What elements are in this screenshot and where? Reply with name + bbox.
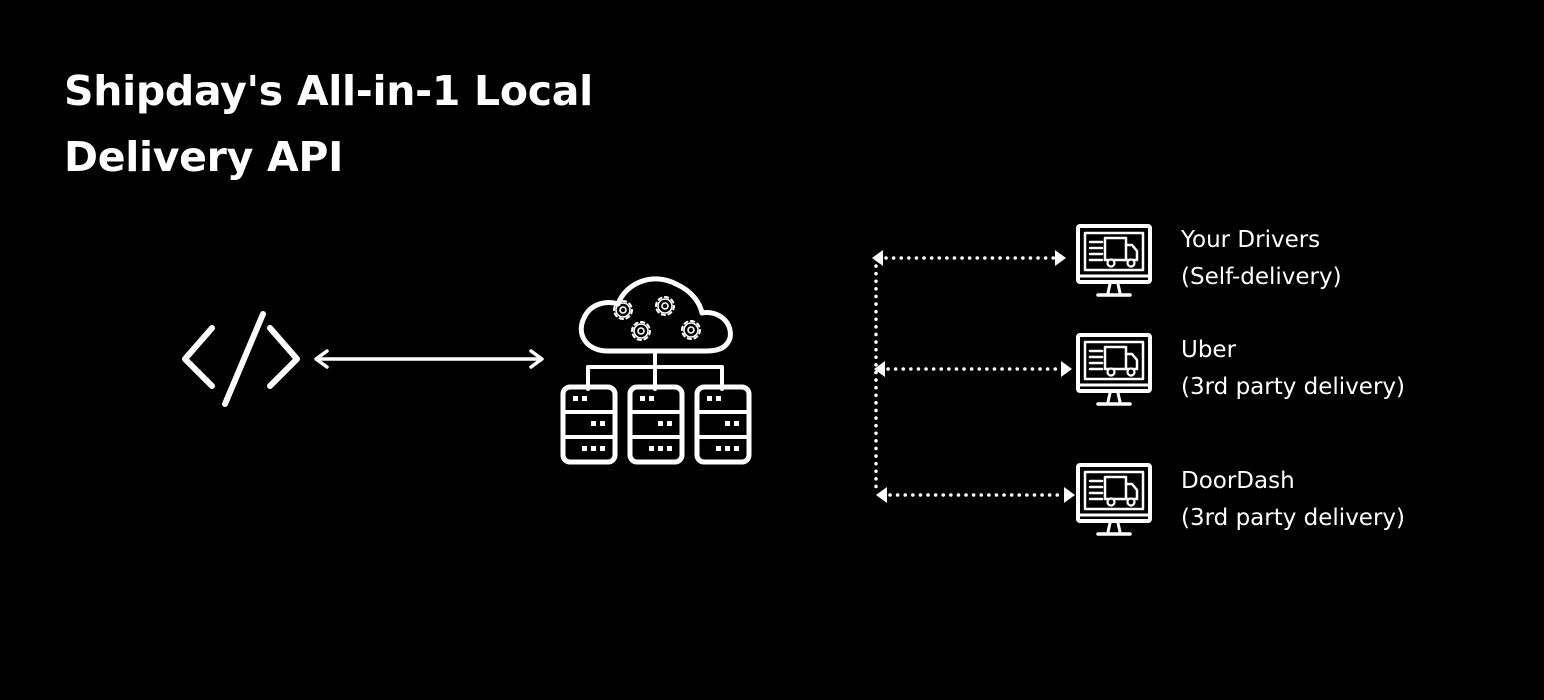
title-line-1: Shipday's All-in-1 Local	[64, 67, 593, 115]
title-line-2: Delivery API	[64, 133, 344, 181]
destination-name: Your Drivers	[1181, 227, 1321, 253]
monitor-truck-icon	[1076, 333, 1152, 406]
destination-uber: Uber (3rd party delivery)	[1181, 332, 1405, 406]
destination-name: Uber	[1181, 337, 1237, 363]
destination-note: (Self-delivery)	[1181, 264, 1342, 290]
dotted-arrow-doordash	[876, 487, 1075, 503]
dotted-arrow-uber	[874, 361, 1072, 377]
cloud-gears-icon	[578, 276, 733, 354]
monitor-truck-icon	[1076, 463, 1152, 536]
server-network-lines	[586, 349, 724, 391]
server-rack-icon	[563, 387, 749, 462]
dotted-arrow-drivers	[872, 250, 1066, 266]
destination-name: DoorDash	[1181, 468, 1295, 494]
destination-doordash: DoorDash (3rd party delivery)	[1181, 463, 1405, 537]
destination-note: (3rd party delivery)	[1181, 374, 1405, 400]
code-brackets-icon	[182, 311, 300, 407]
page-title: Shipday's All-in-1 Local Delivery API	[64, 58, 764, 190]
api-connection-arrow	[314, 349, 544, 369]
monitor-truck-icon	[1076, 224, 1152, 297]
destination-drivers: Your Drivers (Self-delivery)	[1181, 222, 1342, 296]
destination-note: (3rd party delivery)	[1181, 505, 1405, 531]
